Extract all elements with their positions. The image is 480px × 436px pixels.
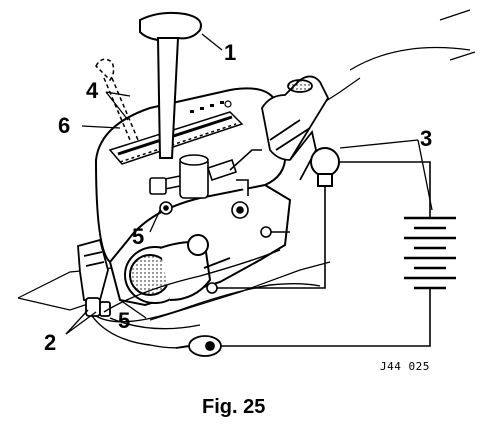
gate-markings bbox=[190, 100, 232, 113]
battery-symbol bbox=[404, 216, 456, 290]
wire-connector bbox=[175, 335, 222, 357]
drum-assembly bbox=[124, 234, 231, 304]
callout-3: 3 bbox=[420, 126, 433, 151]
warning-lamp bbox=[310, 147, 340, 187]
figure-caption: Fig. 25 bbox=[202, 396, 266, 418]
callout-1: 1 bbox=[224, 40, 237, 65]
inhibitor-switch-assembly bbox=[149, 149, 262, 219]
figure-reference-code: J44 025 bbox=[380, 360, 430, 373]
leader-lines bbox=[65, 33, 433, 335]
callout-6: 6 bbox=[58, 113, 71, 138]
callout-2: 2 bbox=[44, 330, 57, 355]
lever-alt-position bbox=[95, 58, 139, 141]
selector-lever bbox=[139, 11, 202, 159]
callout-5-upper: 5 bbox=[132, 224, 145, 249]
rear-shaft bbox=[261, 75, 330, 181]
callout-5-lower: 5 bbox=[118, 308, 131, 333]
callout-4: 4 bbox=[86, 78, 99, 103]
